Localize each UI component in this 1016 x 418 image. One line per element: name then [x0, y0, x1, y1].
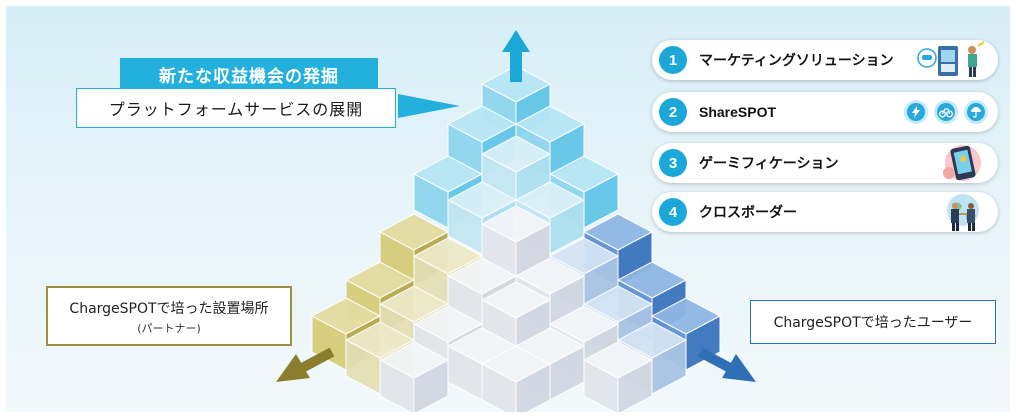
sharespot-icons — [904, 92, 988, 132]
partner-sublabel: (パートナー) — [137, 322, 201, 335]
platform-service-label: プラットフォームサービスの展開 — [76, 88, 396, 128]
cube-stack — [310, 65, 722, 412]
service-number: 1 — [659, 46, 687, 74]
umbrella-icon — [964, 100, 988, 124]
service-number: 3 — [659, 149, 687, 177]
users-label: ChargeSPOTで培ったユーザー — [773, 315, 973, 331]
service-label: ShareSPOT — [699, 104, 777, 120]
cube — [582, 341, 654, 412]
service-number: 2 — [659, 98, 687, 126]
headline-tag: 新たな収益機会の発掘 — [120, 58, 378, 90]
service-item-sharespot: 2 ShareSPOT — [652, 92, 998, 132]
lightning-icon — [904, 100, 928, 124]
down-left-arrow-icon — [276, 347, 335, 382]
down-right-arrow-icon — [697, 347, 756, 382]
service-number: 4 — [659, 198, 687, 226]
globe-handshake-illustration-icon — [938, 192, 988, 232]
service-item-marketing: 1 マーケティングソリューション — [652, 40, 998, 80]
up-arrow-icon — [502, 30, 530, 82]
service-item-gamification: 3 ゲーミフィケーション — [652, 143, 998, 183]
users-box: ChargeSPOTで培ったユーザー — [750, 300, 996, 344]
service-label: マーケティングソリューション — [699, 53, 894, 69]
service-item-crossborder: 4 クロスボーダー — [652, 192, 998, 232]
partner-locations-box: ChargeSPOTで培った設置場所 (パートナー) — [46, 286, 292, 346]
cube-pyramid — [276, 30, 756, 412]
cube — [480, 345, 552, 412]
partner-locations-label: ChargeSPOTで培った設置場所 — [69, 301, 269, 317]
bicycle-icon — [934, 100, 958, 124]
cube — [378, 341, 450, 412]
service-label: ゲーミフィケーション — [699, 156, 839, 172]
diagram-canvas: 新たな収益機会の発掘 プラットフォームサービスの展開 1 マーケティングソリュー… — [6, 6, 1010, 412]
service-label: クロスボーダー — [699, 205, 797, 221]
pointer-arrow-icon — [398, 94, 460, 118]
signage-marketer-illustration-icon — [914, 40, 988, 80]
phone-game-illustration-icon — [938, 143, 988, 183]
cube — [480, 135, 552, 209]
